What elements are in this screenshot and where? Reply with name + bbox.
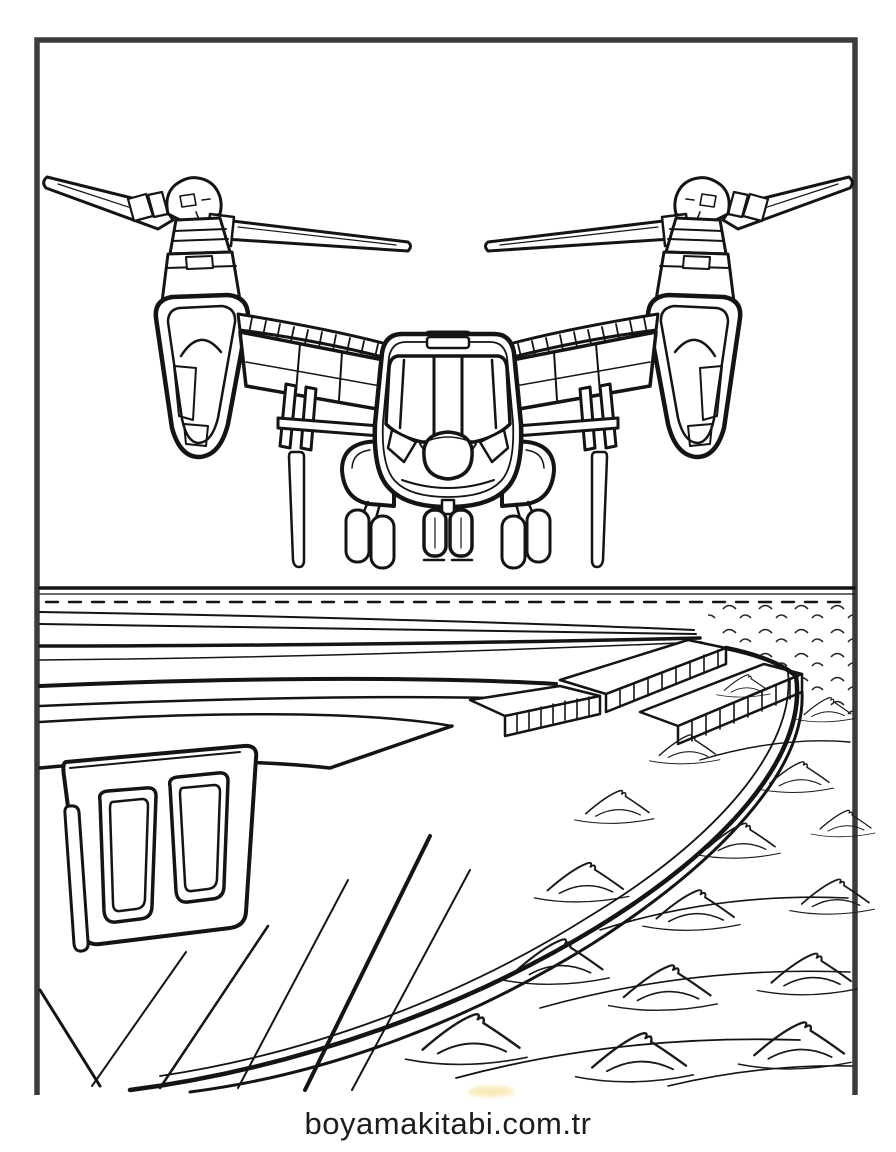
nose-cone	[422, 430, 474, 481]
horizon-line	[38, 586, 856, 595]
cockpit-windshield	[384, 354, 512, 444]
deck-gallery-block	[61, 743, 259, 953]
fuselage	[372, 330, 524, 562]
carrier-deck	[38, 611, 804, 1094]
front-landing-gear	[422, 498, 474, 562]
left-rotor-nacelle	[44, 177, 411, 568]
right-rotor-nacelle	[486, 177, 853, 568]
caption-text: boyamakitabi.com.tr	[304, 1106, 592, 1141]
carrier-ocean-scene	[38, 586, 876, 1094]
hull-plating-lines	[38, 834, 471, 1092]
ocean-waves	[404, 674, 876, 1087]
osprey-drawing	[44, 177, 853, 568]
watermark-smudge	[468, 1086, 514, 1097]
page-frame-border	[34, 37, 858, 1095]
